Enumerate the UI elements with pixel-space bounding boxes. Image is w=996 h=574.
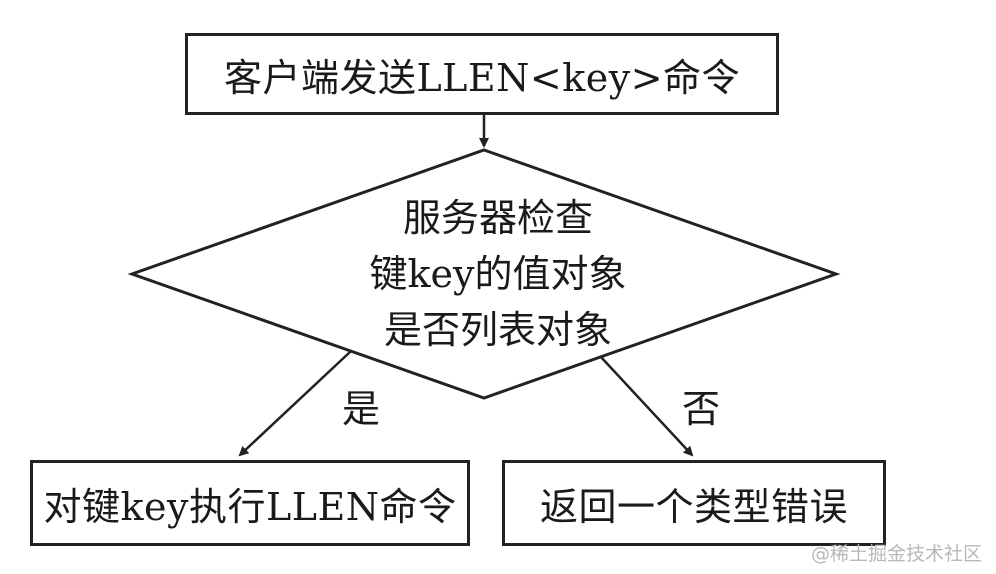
branch-yes-label: 是 [342,387,381,431]
decision-line-2: 键key的值对象 [369,252,627,296]
no-result-box: 返回一个类型错误 [502,460,886,546]
start-box: 客户端发送LLEN<key>命令 [185,33,779,115]
decision-text: 服务器检查 键key的值对象 是否列表对象 [298,190,698,358]
start-box-text: 客户端发送LLEN<key>命令 [223,55,741,100]
arrow-no [599,355,694,457]
decision-diamond [127,148,841,400]
yes-result-box: 对键key执行LLEN命令 [30,460,470,546]
watermark: @稀土掘金技术社区 [810,543,982,565]
no-result-text: 返回一个类型错误 [539,484,848,529]
yes-result-text: 对键key执行LLEN命令 [43,484,457,529]
branch-no-label: 否 [682,387,721,431]
arrow-yes [238,351,351,457]
decision-line-3: 是否列表对象 [383,308,612,352]
decision-line-1: 服务器检查 [402,196,593,240]
